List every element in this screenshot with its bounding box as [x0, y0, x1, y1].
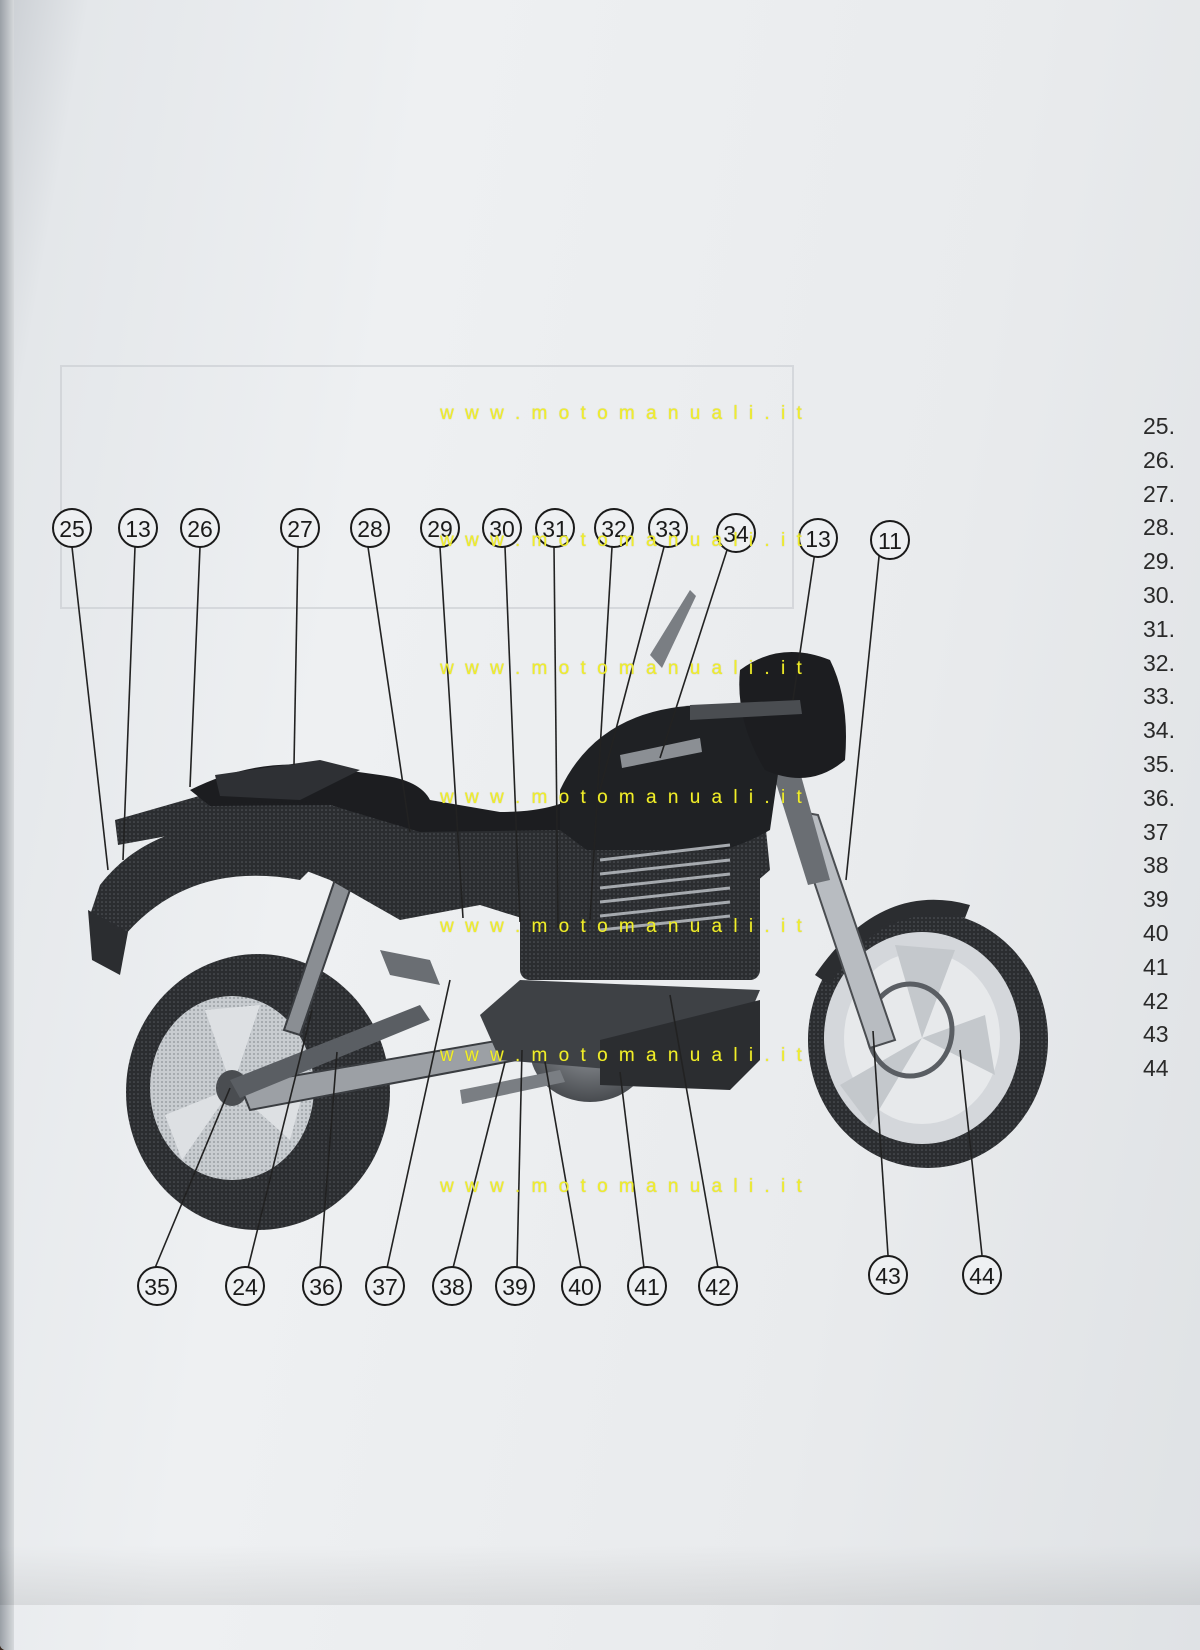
svg-text:32: 32 [601, 516, 627, 542]
svg-text:27: 27 [287, 516, 313, 542]
svg-text:36: 36 [309, 1274, 335, 1300]
legend-item: 29. [1143, 548, 1175, 575]
motorcycle-illustration [88, 590, 1048, 1230]
svg-text:26: 26 [187, 516, 213, 542]
legend-item: 38 [1143, 852, 1169, 879]
callout-31: 31 [535, 508, 575, 548]
legend-item: 37 [1143, 818, 1169, 845]
callout-13-front: 13 [798, 518, 838, 558]
callout-42: 42 [698, 1266, 738, 1306]
svg-text:37: 37 [372, 1274, 398, 1300]
callout-29: 29 [420, 508, 460, 548]
legend-item: 42 [1143, 987, 1169, 1014]
svg-text:44: 44 [969, 1263, 995, 1289]
legend-item: 25. [1143, 413, 1175, 439]
legend-item: 44 [1143, 1055, 1169, 1082]
legend-item: 31. [1143, 615, 1175, 642]
svg-text:24: 24 [232, 1274, 258, 1300]
mirror-stem [650, 590, 696, 668]
svg-text:38: 38 [439, 1274, 465, 1300]
svg-text:31: 31 [542, 516, 568, 542]
fuel-tank [560, 705, 780, 862]
callout-28: 28 [350, 508, 390, 548]
legend-item: 43 [1143, 1021, 1169, 1048]
svg-text:13: 13 [125, 516, 151, 542]
engine [480, 843, 760, 1102]
callout-40: 40 [561, 1266, 601, 1306]
callout-36: 36 [302, 1266, 342, 1306]
svg-text:40: 40 [568, 1274, 594, 1300]
legend-item: 34. [1143, 717, 1175, 744]
svg-text:30: 30 [489, 516, 515, 542]
watermark-text: w w w . m o t o m a n u a l i . i t [440, 916, 805, 937]
legend-item: 30. [1143, 581, 1175, 608]
legend-item: 26. [1143, 446, 1175, 473]
handlebar [690, 700, 802, 720]
callout-26: 26 [180, 508, 220, 548]
leader-lines [71, 544, 983, 1269]
svg-text:13: 13 [805, 526, 831, 552]
watermark-text: w w w . m o t o m a n u a l i . i t [440, 1045, 805, 1066]
watermark-text: w w w . m o t o m a n u a l i . i t [440, 787, 805, 808]
watermark-text: w w w . m o t o m a n u a l i . i t [440, 530, 805, 551]
svg-text:33: 33 [655, 516, 681, 542]
callout-24: 24 [225, 1266, 265, 1306]
svg-text:11: 11 [878, 528, 902, 554]
svg-text:43: 43 [875, 1263, 901, 1289]
callout-39: 39 [495, 1266, 535, 1306]
page-spine-shadow [0, 0, 14, 1650]
callout-27: 27 [280, 508, 320, 548]
callout-41: 41 [627, 1266, 667, 1306]
swingarm [230, 1005, 430, 1098]
callouts-bottom: 35 24 36 37 38 39 40 41 [137, 1255, 1002, 1306]
svg-text:25: 25 [59, 516, 85, 542]
legend-item: 33. [1143, 683, 1175, 710]
svg-text:35: 35 [144, 1274, 170, 1300]
callout-44: 44 [962, 1255, 1002, 1295]
callout-43: 43 [868, 1255, 908, 1295]
bleed-through-box [60, 365, 794, 609]
svg-text:34: 34 [723, 521, 749, 547]
legend-item: 40 [1143, 919, 1169, 946]
legend-item: 28. [1143, 514, 1175, 541]
front-wheel [808, 912, 1048, 1168]
page-bottom-shadow [0, 1545, 1200, 1605]
svg-text:42: 42 [705, 1274, 731, 1300]
svg-text:28: 28 [357, 516, 383, 542]
engine-guard [600, 1000, 760, 1090]
legend-item: 32. [1143, 649, 1175, 676]
legend-item: 27. [1143, 480, 1175, 507]
legend-item: 35. [1143, 750, 1175, 777]
parts-legend: 25. 26. 27. 28. 29. 30. 31. 32. 33. 34. … [1143, 410, 1200, 1086]
callout-30: 30 [482, 508, 522, 548]
motorcycle-diagram: 25 13 26 27 28 29 30 31 [52, 508, 1048, 1306]
footpeg-rear [380, 950, 440, 985]
front-fork [772, 770, 897, 1050]
callouts-top: 25 13 26 27 28 29 30 31 [52, 508, 910, 560]
callout-35: 35 [137, 1266, 177, 1306]
svg-text:41: 41 [634, 1274, 660, 1300]
watermark-text: w w w . m o t o m a n u a l i . i t [440, 658, 805, 679]
headlight-fairing [650, 590, 846, 778]
watermark-text: w w w . m o t o m a n u a l i . i t [440, 1176, 805, 1197]
legend-item: 41 [1143, 953, 1169, 980]
callout-11: 11 [870, 520, 910, 560]
callout-34: 34 [716, 513, 756, 553]
watermark-text: w w w . m o t o m a n u a l i . i t [440, 403, 805, 424]
svg-text:29: 29 [427, 516, 453, 542]
svg-text:39: 39 [502, 1274, 528, 1300]
callout-37: 37 [365, 1266, 405, 1306]
callout-13-rear: 13 [118, 508, 158, 548]
legend-item: 39 [1143, 886, 1169, 913]
gear-pedal [460, 1070, 565, 1104]
callout-32: 32 [594, 508, 634, 548]
callout-33: 33 [648, 508, 688, 548]
callout-25: 25 [52, 508, 92, 548]
legend-item: 36. [1143, 784, 1175, 811]
callout-38: 38 [432, 1266, 472, 1306]
